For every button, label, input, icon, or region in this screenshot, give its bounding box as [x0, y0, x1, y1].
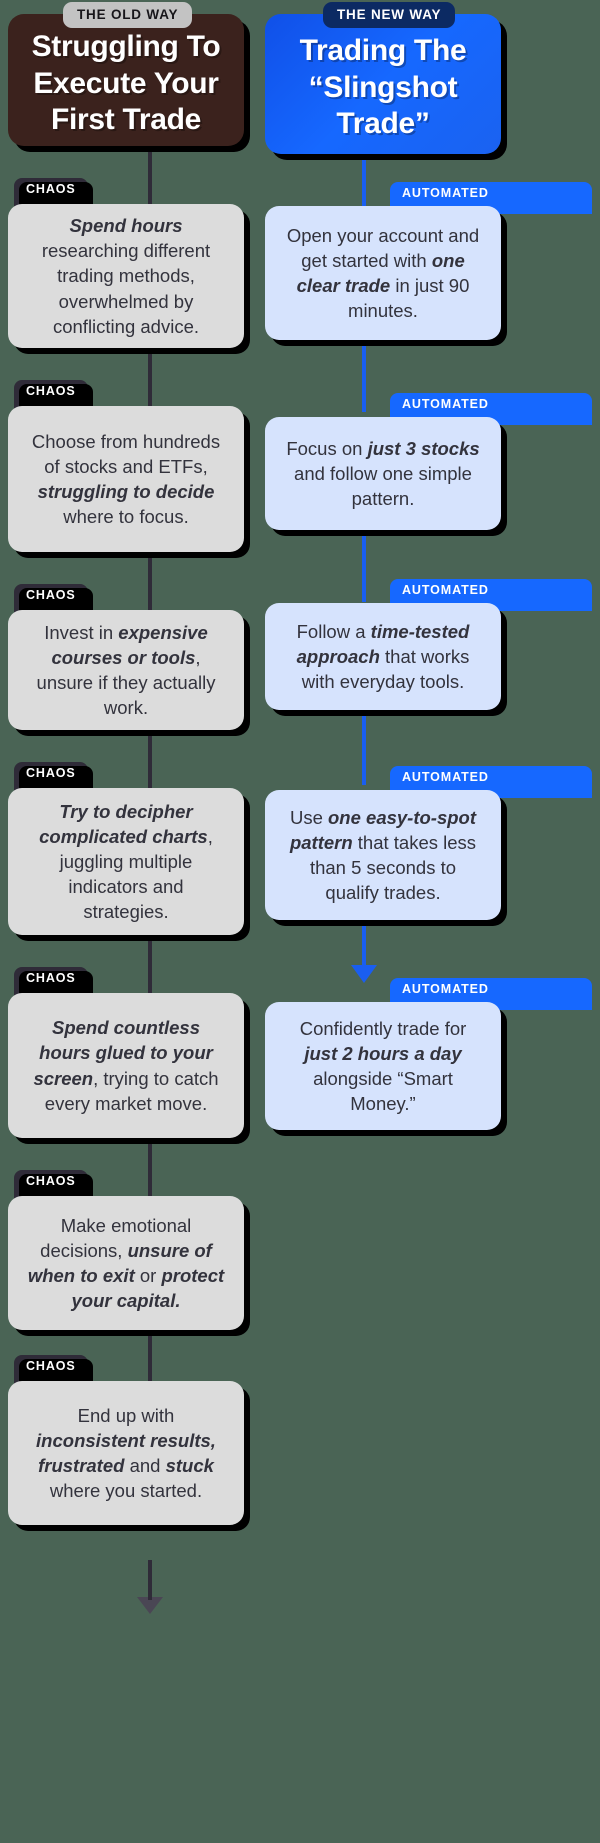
old-step-card-1: Spend hours researching different tradin… — [8, 204, 250, 354]
new-step-card-3: Follow a time-tested approach that works… — [265, 603, 507, 716]
old-step-text-4: Try to decipher complicated charts, jugg… — [39, 800, 213, 923]
connector-old-5 — [148, 1138, 152, 1210]
new-way-pill: THE NEW WAY — [323, 2, 456, 28]
arrowhead-new — [351, 965, 377, 983]
connector-old-6 — [148, 1330, 152, 1400]
connector-old-1 — [148, 348, 152, 418]
old-step-text-5: Spend countless hours glued to your scre… — [33, 1017, 219, 1114]
connector-old-4 — [148, 935, 152, 1007]
old-step-card-5: Spend countless hours glued to your scre… — [8, 993, 250, 1144]
old-step-card-6: Make emotional decisions, unsure of when… — [8, 1196, 250, 1336]
new-step-text-3: Follow a time-tested approach that works… — [296, 620, 470, 693]
connector-new-4 — [362, 920, 366, 972]
old-step-text-1: Spend hours researching different tradin… — [41, 215, 211, 337]
connector-old-2 — [148, 552, 152, 626]
old-step-card-4: Try to decipher complicated charts, jugg… — [8, 788, 250, 941]
connector-old-7 — [148, 1560, 152, 1600]
connector-new-header — [362, 148, 366, 208]
old-way-header: Struggling To Execute Your First Trade — [8, 14, 250, 152]
new-step-text-1: Open your account and get started with o… — [286, 224, 480, 322]
new-step-card-4: Use one easy-to-spot pattern that takes … — [265, 790, 507, 926]
old-step-card-2: Choose from hundreds of stocks and ETFs,… — [8, 406, 250, 558]
new-step-card-5: Confidently trade for just 2 hours a day… — [265, 1002, 507, 1136]
old-step-card-3: Invest in expensive courses or tools, un… — [8, 610, 250, 736]
new-step-text-5: Confidently trade for just 2 hours a day… — [299, 1017, 467, 1115]
new-step-card-2: Focus on just 3 stocks and follow one si… — [265, 417, 507, 536]
connector-old-3 — [148, 730, 152, 802]
old-way-pill: THE OLD WAY — [63, 2, 193, 28]
connector-new-3 — [362, 710, 366, 785]
old-step-text-7: End up with inconsistent results, frustr… — [36, 1404, 216, 1502]
connector-new-1 — [362, 340, 366, 412]
old-way-title: Struggling To Execute Your First Trade — [31, 30, 221, 137]
old-step-text-3: Invest in expensive courses or tools, un… — [36, 621, 216, 719]
new-step-card-1: Open your account and get started with o… — [265, 206, 507, 346]
old-step-text-2: Choose from hundreds of stocks and ETFs,… — [31, 430, 221, 528]
old-step-card-7: End up with inconsistent results, frustr… — [8, 1381, 250, 1531]
connector-new-2 — [362, 530, 366, 602]
arrowhead-old — [137, 1597, 163, 1614]
connector-old-header — [148, 140, 152, 215]
new-way-title: Trading The “Slingshot Trade” — [299, 34, 467, 141]
new-step-text-2: Focus on just 3 stocks and follow one si… — [286, 437, 480, 510]
new-step-text-4: Use one easy-to-spot pattern that takes … — [289, 806, 477, 904]
new-way-header: Trading The “Slingshot Trade” — [265, 14, 507, 160]
old-step-text-6: Make emotional decisions, unsure of when… — [27, 1214, 225, 1312]
